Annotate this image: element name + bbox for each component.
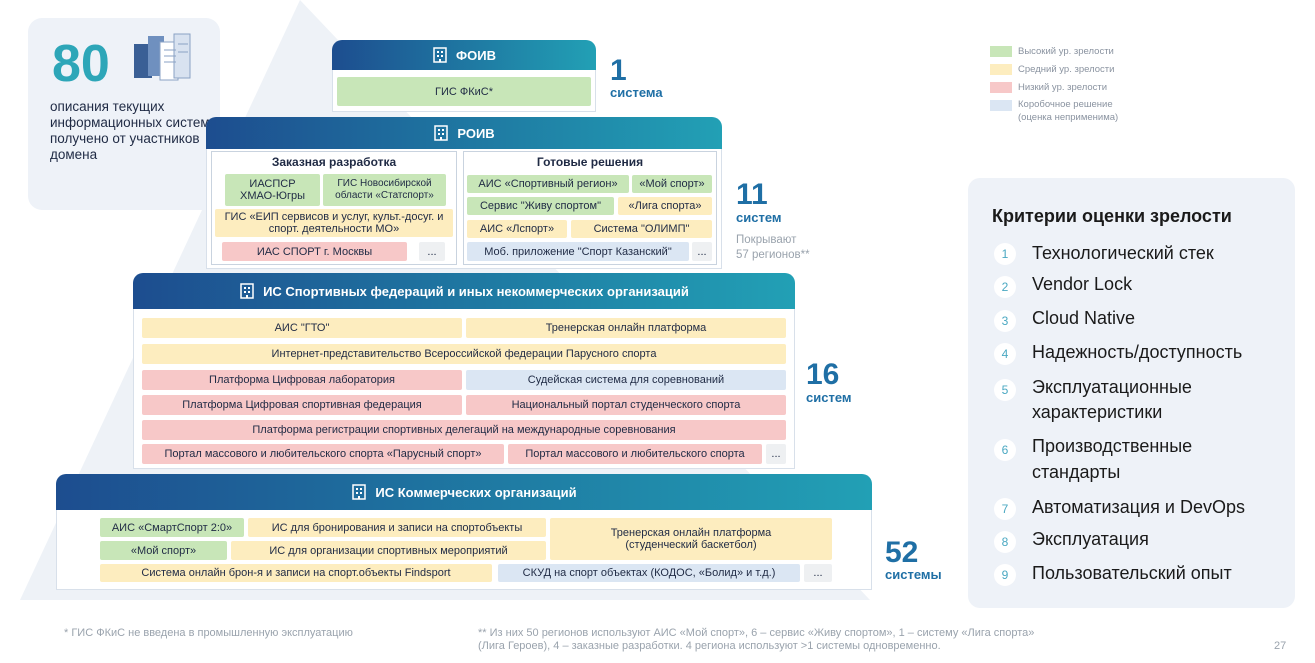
tier-foiv-header: ФОИВ [332,40,596,70]
system-cell: АИС «Спортивный регион» [467,175,629,193]
criteria-item: Пользовательский опыт [1032,563,1232,583]
tier-federations-header: ИС Спортивных федераций и иных некоммерч… [133,273,795,309]
criteria-number: 1 [994,243,1016,265]
criteria-item: Эксплуатационные [1032,377,1192,397]
building-icon [433,47,447,63]
system-cell: ГИС «ЕИП сервисов и услуг, культ.-досуг.… [215,209,453,237]
more-cell: ... [419,242,445,261]
tier-commercial-header: ИС Коммерческих организаций [56,474,872,510]
documents-icon [134,33,191,81]
criteria-item: Vendor Lock [1032,274,1133,294]
ready-solutions-title: Готовые решения [536,155,644,169]
system-cell: Сервис "Живу спортом" [467,197,614,215]
criteria-item-cont: стандарты [1032,462,1121,482]
criteria-item: Эксплуатация [1032,529,1149,549]
legend-label-boxed: Коробочное решение [1018,99,1113,110]
building-icon [434,125,449,141]
more-cell: ... [804,564,832,582]
tier-federations-title: ИС Спортивных федераций и иных некоммерч… [263,283,689,299]
tier-commercial-count: 52 [885,536,919,569]
criteria-number: 8 [994,531,1016,553]
legend-swatch-high [990,46,1012,57]
criteria-number: 5 [994,379,1016,401]
system-cell: Портал массового и любительского спорта [508,444,762,464]
stats-number: 80 [52,35,110,93]
legend-label-high: Высокий ур. зрелости [1018,46,1114,57]
system-cell: Платформа регистрации спортивных делегац… [142,420,786,440]
legend-label-medium: Средний ур. зрелости [1018,64,1115,75]
tier-roiv-title: РОИВ [457,125,495,141]
system-cell: ГИС ФКиС* [337,77,591,106]
tier-foiv-count-label: система [610,85,663,100]
criteria-number: 4 [994,343,1016,365]
tier-roiv-note-line2: 57 регионов** [736,249,810,261]
criteria-item: Технологический стек [1032,243,1214,263]
system-cell: Национальный портал студенческого спорта [466,395,786,415]
tier-federations-count-label: систем [806,390,852,405]
footnote-right-line1: ** Из них 50 регионов используют АИС «Мо… [478,627,1035,639]
tier-roiv-count-label: систем [736,210,782,225]
system-cell: АИС «СмартСпорт 2:0» [100,518,244,537]
system-cell: Тренерская онлайн платформа (студенчески… [550,518,832,560]
criteria-item-cont: характеристики [1032,402,1163,422]
more-cell: ... [766,444,786,464]
tier-roiv-count: 11 [736,178,768,211]
system-cell: ИС для организации спортивных мероприяти… [231,541,546,560]
system-cell: АИС "ГТО" [142,318,462,338]
more-cell: ... [692,242,712,261]
system-cell: ИАСПСР ХМАО-Югры [225,174,320,206]
system-cell: Система "ОЛИМП" [571,220,712,238]
system-cell: Тренерская онлайн платформа [466,318,786,338]
criteria-number: 7 [994,498,1016,520]
criteria-number: 3 [994,310,1016,332]
system-cell: ИАС СПОРТ г. Москвы [222,242,407,261]
criteria-number: 2 [994,276,1016,298]
tier-roiv-header: РОИВ [206,117,722,149]
criteria-item: Автоматизация и DevOps [1032,497,1245,517]
legend-swatch-low [990,82,1012,93]
page-number: 27 [1274,640,1287,652]
tier-commercial-title: ИС Коммерческих организаций [375,484,577,500]
system-cell: Платформа Цифровая спортивная федерация [142,395,462,415]
footnote-left: * ГИС ФКиС не введена в промышленную экс… [64,627,353,639]
stats-description: описания текущих информационных систем п… [50,99,210,162]
criteria-card [968,178,1295,608]
system-cell: «Мой спорт» [632,175,712,193]
system-cell: «Лига спорта» [618,197,712,215]
tier-foiv-count: 1 [610,54,627,87]
legend-swatch-boxed [990,100,1012,111]
system-cell: Портал массового и любительского спорта … [142,444,504,464]
system-cell: ГИС Новосибирской области «Статспорт» [323,174,446,206]
system-cell: СКУД на спорт объектах (КОДОС, «Болид» и… [498,564,800,582]
system-cell: АИС «Лспорт» [467,220,567,238]
system-cell: Судейская система для соревнований [466,370,786,390]
custom-development-title: Заказная разработка [271,155,397,169]
legend-label-boxed-note: (оценка неприменима) [1018,112,1119,123]
criteria-item: Cloud Native [1032,308,1136,328]
system-cell: Система онлайн брон-я и записи на спорт.… [100,564,492,582]
criteria-title: Критерии оценки зрелости [992,206,1232,226]
tier-federations-count: 16 [806,358,840,391]
system-cell: Моб. приложение "Спорт Казанский" [467,242,689,261]
building-icon [240,283,254,299]
system-cell: Интернет-представительство Всероссийской… [142,344,786,364]
legend-swatch-medium [990,64,1012,75]
criteria-item: Надежность/доступность [1032,342,1243,362]
building-icon [352,484,367,500]
system-cell: Платформа Цифровая лаборатория [142,370,462,390]
system-cell: ИС для бронирования и записи на спортобъ… [248,518,546,537]
criteria-number: 9 [994,564,1016,586]
criteria-item: Производственные [1032,436,1193,456]
legend-label-low: Низкий ур. зрелости [1018,82,1108,93]
tier-commercial-count-label: системы [885,567,942,582]
tier-foiv-title: ФОИВ [456,47,496,63]
criteria-number: 6 [994,439,1016,461]
tier-roiv-note-line1: Покрывают [736,234,797,246]
footnote-right-line2: (Лига Героев), 4 – заказные разработки. … [478,640,941,652]
system-cell: «Мой спорт» [100,541,227,560]
